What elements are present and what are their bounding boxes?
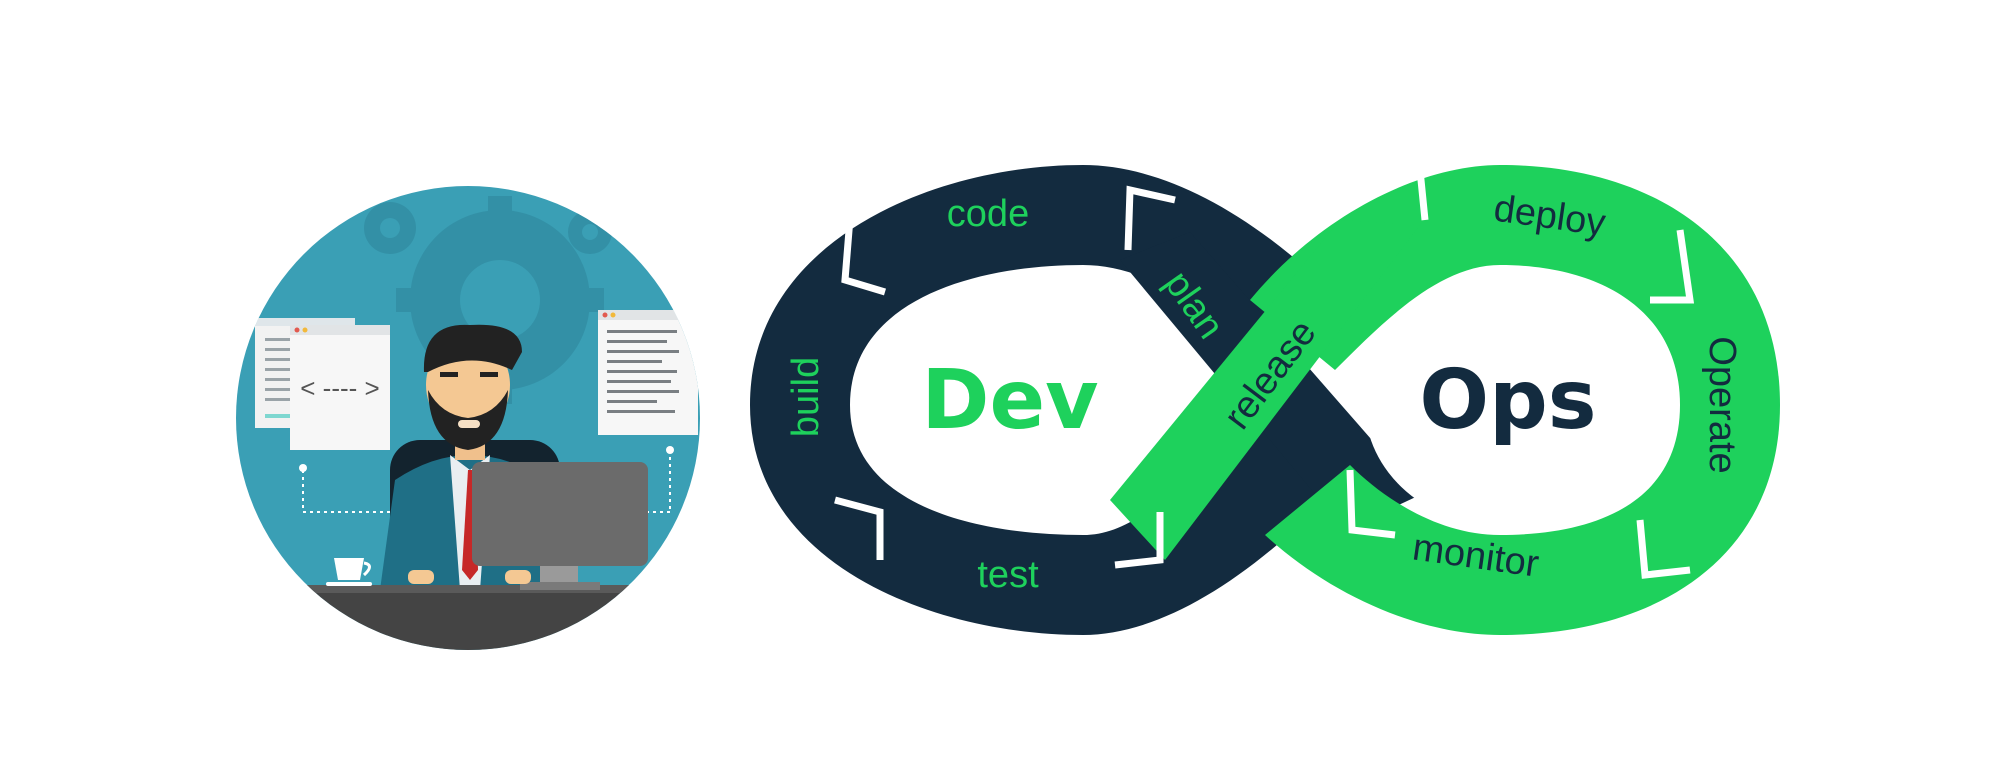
ops-loop-ring (1250, 165, 1780, 635)
dev-center (870, 278, 1150, 522)
stage-label-code: code (947, 193, 1029, 235)
browser-window-icon (290, 325, 390, 450)
stage-separators (834, 166, 1695, 579)
monitor-icon (472, 462, 648, 590)
dev-title: Dev (921, 353, 1098, 448)
gear-icon (568, 210, 612, 254)
coffee-cup-icon (326, 558, 372, 586)
stage-label-operate: Operate (1701, 336, 1743, 473)
stage-label-test: test (977, 554, 1039, 596)
stage-label-build: build (785, 357, 827, 437)
devops-infinity-loop: Dev Ops code plan build test release dep… (750, 165, 1780, 635)
browser-window-icon (598, 310, 698, 435)
release-band (1110, 220, 1420, 560)
desk (236, 585, 700, 650)
developer-illustration: < ---- > (236, 186, 700, 650)
ops-center (1365, 283, 1645, 527)
gear-icon (364, 202, 416, 254)
ops-title: Ops (1419, 353, 1596, 448)
code-brackets-text: < ---- > (300, 373, 379, 403)
